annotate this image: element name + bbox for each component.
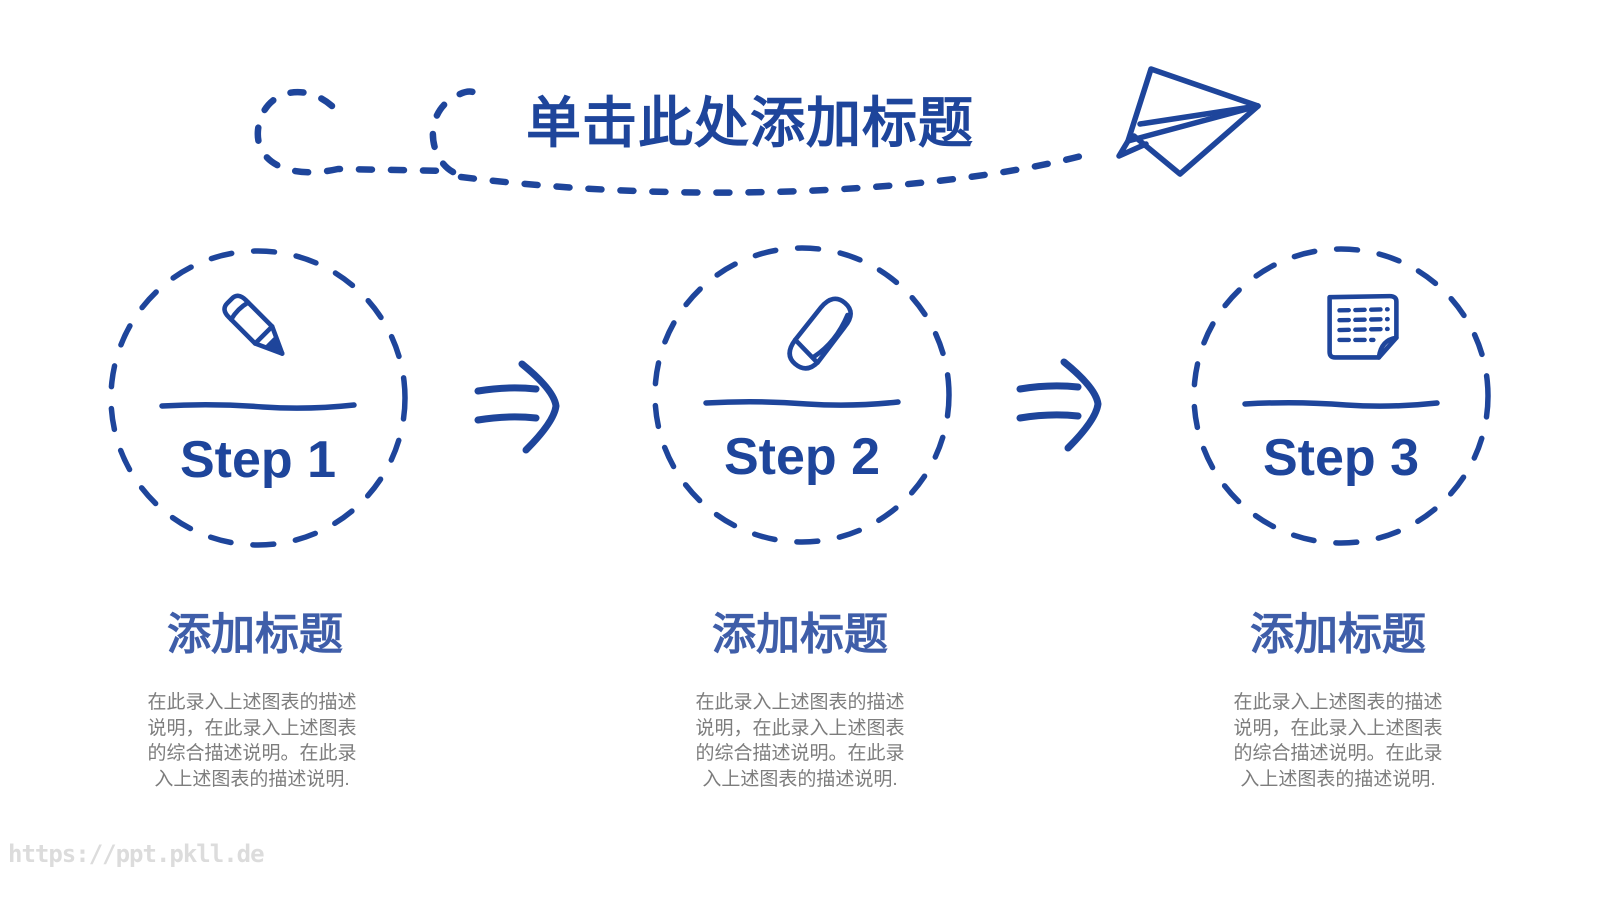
- step-3-description[interactable]: 在此录入上述图表的描述 说明，在此录入上述图表 的综合描述说明。在此录 入上述图…: [1233, 692, 1443, 790]
- arrow-right-icon: [1016, 358, 1102, 452]
- underline-stroke: [1241, 397, 1441, 418]
- step-1-description[interactable]: 在此录入上述图表的描述 说明，在此录入上述图表 的综合描述说明。在此录 入上述图…: [147, 692, 357, 790]
- step-1-group: Step 1: [105, 245, 411, 551]
- step-2-heading[interactable]: 添加标题: [712, 610, 888, 659]
- eraser-icon: [772, 282, 876, 391]
- paper-plane-icon: [1116, 66, 1261, 177]
- sticky-note-icon: [1311, 283, 1415, 392]
- title-placeholder[interactable]: 单击此处添加标题: [525, 92, 974, 154]
- step-2-group: Step 2: [649, 242, 955, 548]
- underline-stroke: [702, 396, 902, 417]
- step-label: Step 3: [1262, 429, 1420, 487]
- title-doodle-underline: [254, 66, 1261, 196]
- step-3-heading[interactable]: 添加标题: [1250, 610, 1426, 659]
- step-3-group: Step 3: [1188, 243, 1494, 549]
- step-1-heading[interactable]: 添加标题: [167, 610, 343, 659]
- step-label: Step 1: [179, 431, 337, 489]
- step-2-description[interactable]: 在此录入上述图表的描述 说明，在此录入上述图表 的综合描述说明。在此录 入上述图…: [695, 692, 905, 790]
- step-label: Step 2: [723, 428, 881, 486]
- dashed-circle: [652, 245, 952, 545]
- dashed-circle: [1191, 246, 1491, 546]
- arrow-right-icon: [474, 360, 560, 454]
- pencil-icon: [206, 285, 310, 394]
- watermark: https://ppt.pkll.de: [8, 840, 265, 868]
- underline-stroke: [158, 399, 358, 420]
- dashed-circle: [108, 248, 408, 548]
